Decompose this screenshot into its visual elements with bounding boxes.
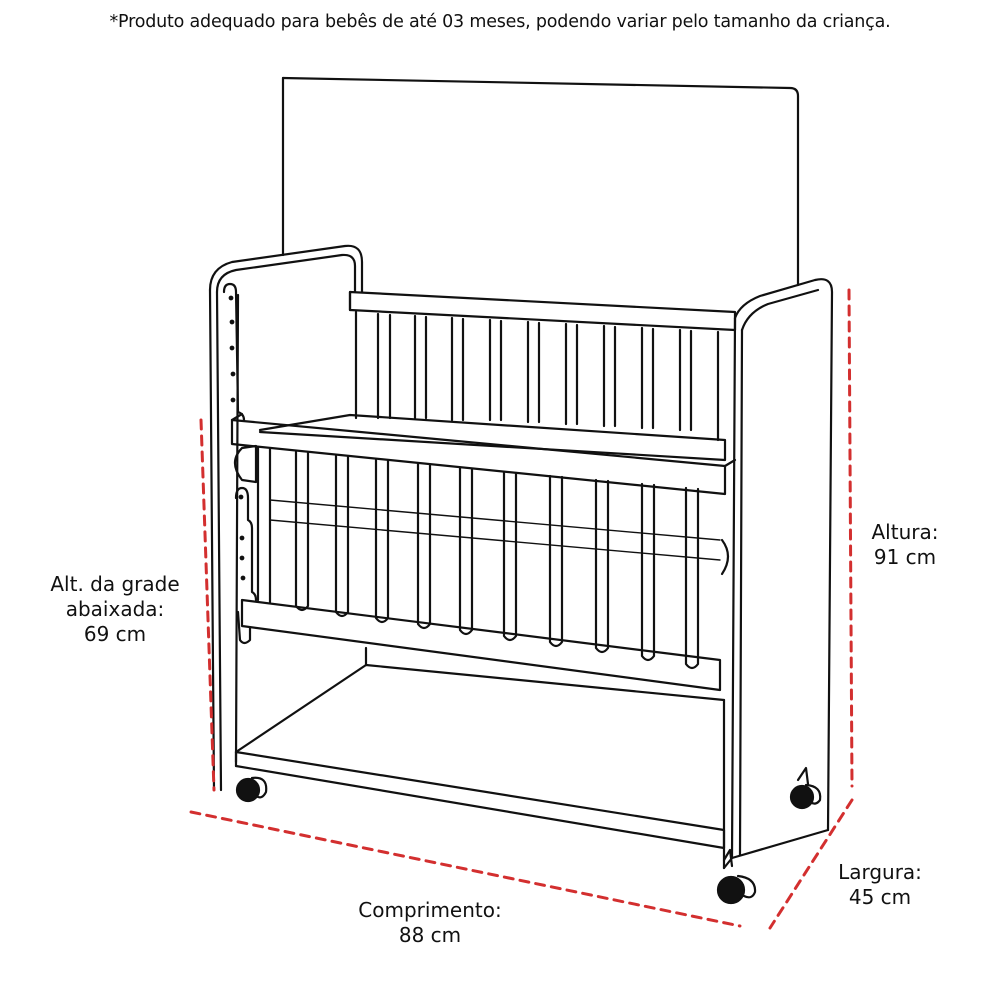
dim-line-length — [189, 810, 742, 928]
dim-line-grade-height — [199, 418, 216, 792]
dimension-lines — [189, 288, 854, 930]
back-panel — [281, 76, 800, 287]
length-title: Comprimento: — [358, 898, 502, 922]
width-value: 45 cm — [848, 885, 912, 909]
wheels — [235, 766, 822, 905]
product-disclaimer-note: *Produto adequado para bebês de até 03 m… — [109, 12, 891, 32]
dim-line-width — [768, 798, 854, 930]
back-rail-slats — [348, 290, 737, 442]
length-value: 88 cm — [398, 923, 462, 947]
front-rail — [230, 412, 737, 496]
length-label: Comprimento: 88 cm — [330, 898, 530, 948]
wheel-back-right — [789, 784, 815, 810]
back-slats — [376, 312, 720, 442]
wheel-front-right — [716, 875, 746, 905]
height-value: 91 cm — [873, 545, 937, 569]
width-title: Largura: — [838, 860, 922, 884]
right-bracket — [720, 538, 730, 576]
right-end-panel — [722, 278, 834, 870]
grade-bottom-rail — [240, 598, 722, 692]
front-slats — [256, 446, 721, 670]
grade-height-title-1: Alt. da grade — [50, 572, 180, 596]
height-title: Altura: — [871, 520, 939, 544]
dim-line-total-height — [847, 288, 854, 788]
width-label: Largura: 45 cm — [820, 860, 940, 910]
grade-height-value: 69 cm — [83, 622, 147, 646]
grade-height-label: Alt. da grade abaixada: 69 cm — [20, 572, 210, 647]
height-label: Altura: 91 cm — [850, 520, 960, 570]
lower-shelf — [234, 646, 726, 850]
grade-height-title-2: abaixada: — [65, 597, 165, 621]
left-end-panel — [208, 244, 364, 792]
wheel-front-left — [235, 777, 261, 803]
